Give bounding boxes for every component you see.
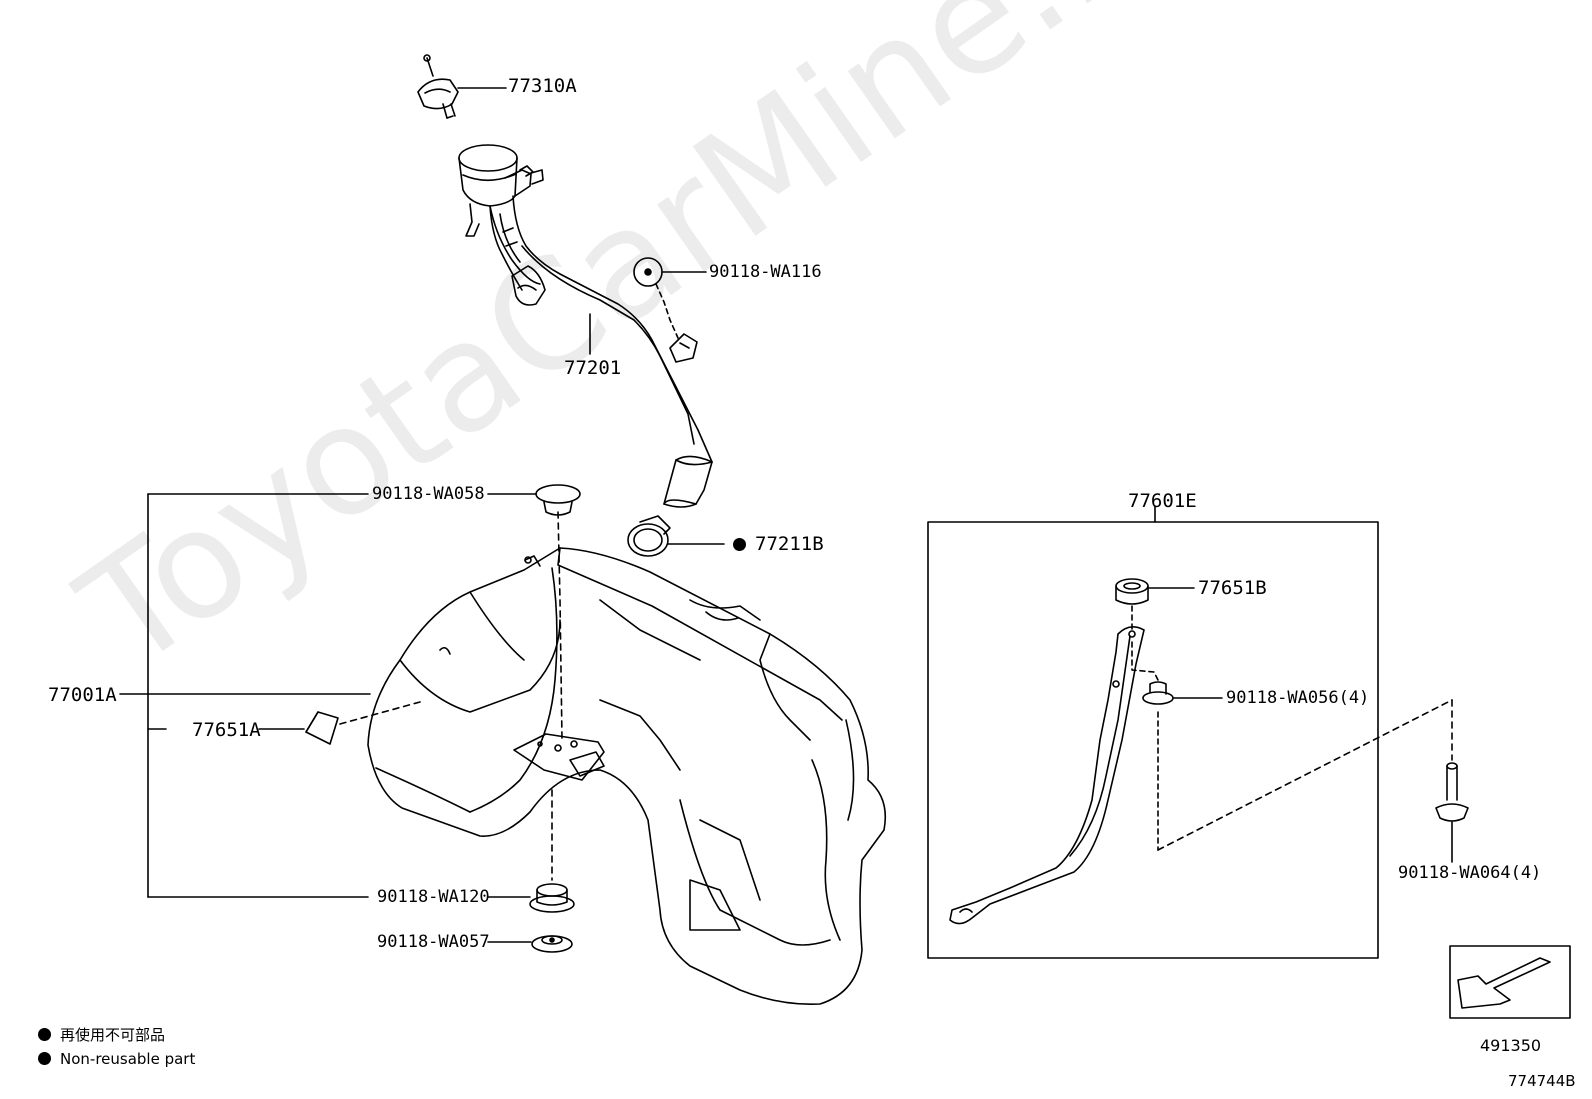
label-77001A: 77001A (48, 684, 117, 706)
label-77651B: 77651B (1198, 577, 1267, 599)
legend-dot-icon (38, 1052, 51, 1065)
label-77310A: 77310A (508, 75, 577, 97)
washer-part (531, 935, 573, 953)
label-77211B: 77211B (733, 534, 824, 554)
strap-group-frame (927, 505, 1379, 959)
legend-en: Non-reusable part (38, 1050, 195, 1068)
bolt-part (1435, 762, 1469, 863)
strap-grommet-part (1115, 578, 1195, 633)
label-90118-WA056: 90118-WA056(4) (1226, 688, 1370, 708)
label-90118-WA057: 90118-WA057 (377, 932, 490, 952)
legend-en-text: Non-reusable part (60, 1050, 196, 1068)
view-arrow-box (1449, 945, 1571, 1019)
label-77651A: 77651A (192, 719, 261, 741)
legend-jp-text: 再使用不可部品 (60, 1026, 166, 1044)
label-90118-WA116: 90118-WA116 (709, 262, 822, 282)
legend-jp: 再使用不可部品 (38, 1026, 165, 1044)
filler-neck-housing (458, 144, 544, 237)
label-90118-WA064: 90118-WA064(4) (1398, 863, 1542, 883)
collar-part (1131, 641, 1453, 851)
diagram-code: 774744B (1508, 1072, 1576, 1090)
fuel-cap-part (417, 54, 459, 119)
label-77601E: 77601E (1128, 490, 1197, 512)
non-reusable-dot-icon (733, 538, 746, 551)
label-90118-WA058: 90118-WA058 (372, 484, 485, 504)
fuel-tank-part (367, 547, 887, 1006)
hose-clamp-part (627, 515, 671, 557)
group-bracket-lines (119, 493, 537, 943)
grommet-bottom-part (529, 789, 575, 913)
label-90118-WA120: 90118-WA120 (377, 887, 490, 907)
ref-code: 491350 (1480, 1036, 1542, 1055)
grommet-top-part (535, 484, 581, 741)
label-77211B-text: 77211B (755, 533, 824, 555)
legend-dot-icon (38, 1028, 51, 1041)
strap-part (949, 626, 1145, 925)
filler-pipe-part (489, 195, 713, 508)
label-77201: 77201 (564, 357, 622, 379)
leader-lines (457, 87, 725, 545)
pad-part (305, 701, 421, 745)
